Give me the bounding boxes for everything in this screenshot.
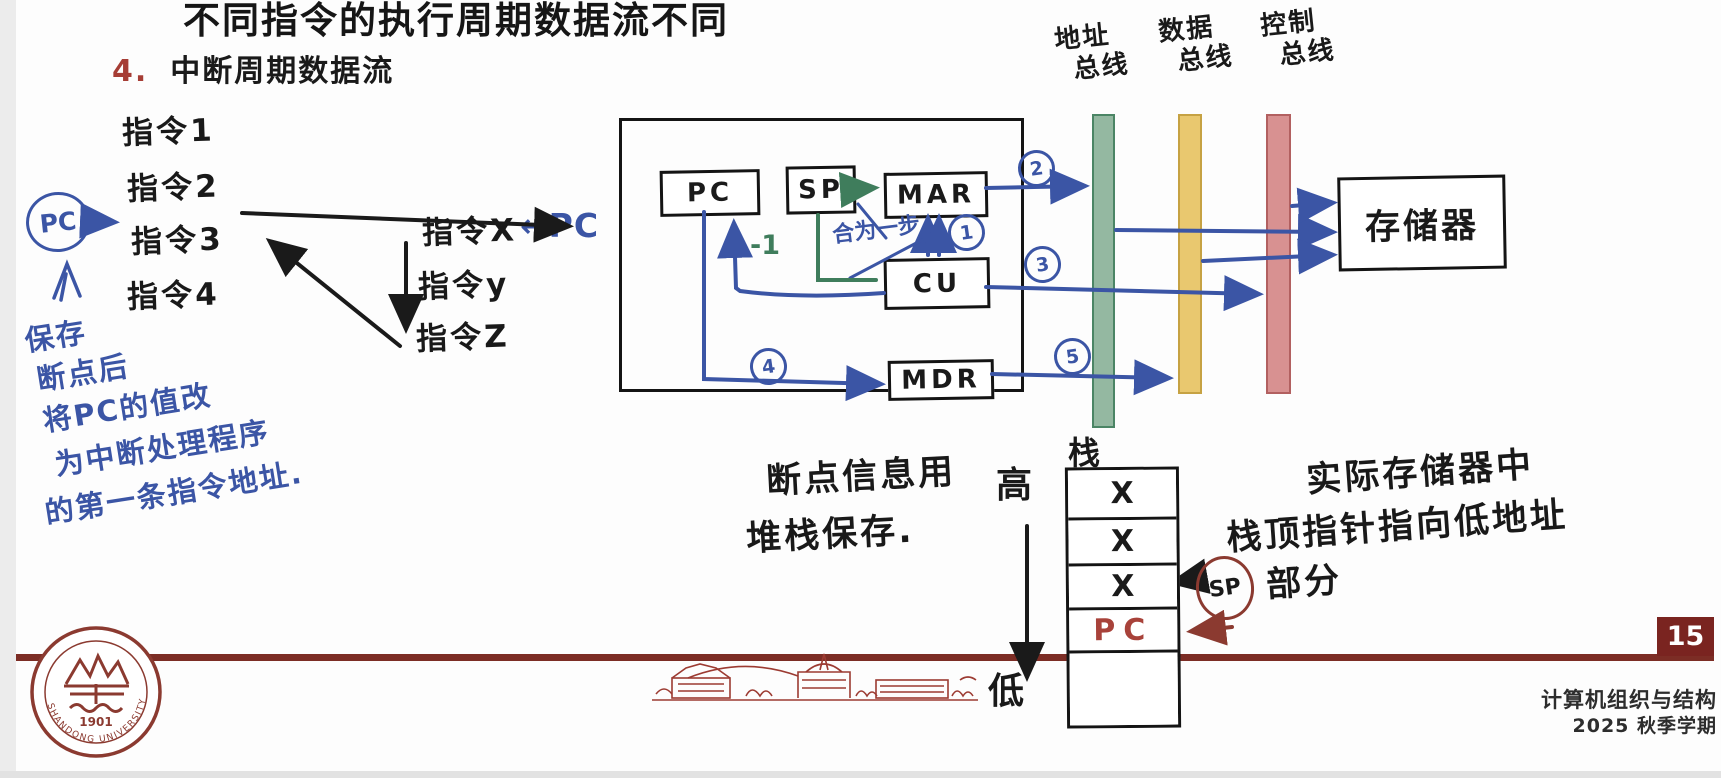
step-5-badge: 5 bbox=[1051, 335, 1094, 378]
section-heading: 4. 中断周期数据流 bbox=[112, 46, 394, 90]
cpu-frame bbox=[619, 118, 1024, 392]
slide-title: 不同指令的执行周期数据流不同 bbox=[183, 0, 729, 42]
low-address-label: 低 bbox=[988, 671, 1025, 712]
isr-instruction-x: 指令X bbox=[421, 212, 518, 252]
instruction-1: 指令1 bbox=[121, 112, 216, 152]
isr-pc-pointer: ←PC bbox=[520, 206, 600, 245]
stack-cell-3: X bbox=[1068, 565, 1178, 611]
control-bus-label: 控制 总线 bbox=[1258, 6, 1337, 71]
sp-minus-one-label: -1 bbox=[750, 230, 780, 261]
address-bus-bar bbox=[1092, 114, 1115, 428]
bottom-edge-strip bbox=[0, 771, 1721, 778]
data-bus-bar bbox=[1178, 114, 1202, 394]
campus-sketch bbox=[652, 653, 978, 701]
step-3-badge: 3 bbox=[1021, 243, 1064, 286]
section-title: 中断周期数据流 bbox=[170, 54, 395, 89]
isr-instruction-z: 指令Z bbox=[415, 318, 511, 358]
university-seal-logo: 1901 SHANDONG UNIVERSITY bbox=[30, 626, 162, 758]
footer-rule bbox=[16, 654, 1714, 661]
isr-instruction-y: 指令y bbox=[417, 266, 510, 306]
seal-year: 1901 bbox=[79, 715, 112, 729]
stack-note-line-2: 堆栈保存. bbox=[745, 510, 916, 560]
arrow-to-pc-cell-icon bbox=[1186, 609, 1234, 646]
pc-caret-stem-icon bbox=[59, 272, 68, 302]
control-bus-bar bbox=[1266, 114, 1291, 394]
pc-pointer-circle: PC bbox=[23, 188, 93, 256]
register-cu: CU bbox=[883, 257, 991, 310]
stack-table: X X X PC bbox=[1064, 466, 1182, 729]
register-pc: PC bbox=[659, 169, 761, 217]
memory-box: 存储器 bbox=[1337, 174, 1507, 272]
instruction-4: 指令4 bbox=[126, 276, 221, 316]
high-address-label: 高 bbox=[996, 465, 1033, 506]
footer-course-title: 计算机组织与结构 bbox=[1541, 688, 1717, 712]
seal-mountain-motif bbox=[64, 652, 130, 713]
instruction-2: 指令2 bbox=[126, 168, 221, 208]
stack-cell-empty bbox=[1069, 652, 1179, 726]
left-edge-strip bbox=[0, 0, 16, 778]
pc-pointer-label: PC bbox=[38, 205, 78, 239]
right-note-line-3: 部分 bbox=[1264, 560, 1344, 606]
arrow-to-isr-icon bbox=[240, 206, 574, 243]
sp-pointer-circle: SP bbox=[1191, 552, 1259, 624]
stack-cell-1: X bbox=[1067, 469, 1177, 521]
arrow-controlbus-to-memory-icon bbox=[1290, 187, 1338, 224]
arrow-pc-to-list-icon bbox=[79, 202, 120, 239]
register-mdr: MDR bbox=[887, 359, 995, 401]
section-number: 4. bbox=[112, 54, 149, 89]
sp-pointer-label: SP bbox=[1207, 573, 1243, 603]
address-bus-label: 地址 总线 bbox=[1052, 20, 1131, 85]
data-bus-label: 数据 总线 bbox=[1156, 12, 1235, 77]
right-note-line-2: 栈顶指针指向低地址 bbox=[1225, 495, 1570, 559]
memory-label: 存储器 bbox=[1364, 205, 1480, 248]
stack-note-line-1: 断点信息用 bbox=[765, 452, 958, 502]
stack-cell-pc: PC bbox=[1069, 609, 1178, 654]
pc-caret-icon bbox=[52, 259, 82, 300]
arrow-return-icon bbox=[265, 237, 402, 348]
arrow-cu-to-controlbus-icon bbox=[984, 275, 1264, 312]
stack-cell-2: X bbox=[1068, 519, 1177, 567]
stack-title: 栈 bbox=[1068, 434, 1101, 472]
footer-term: 2025 秋季学期 bbox=[1572, 715, 1717, 737]
register-sp: SP bbox=[785, 165, 857, 215]
page-number-badge: 15 bbox=[1657, 617, 1714, 656]
arrow-addressbus-to-memory-icon bbox=[1114, 213, 1338, 250]
darkred-ink-arrows bbox=[1186, 609, 1234, 646]
instruction-3: 指令3 bbox=[130, 221, 225, 261]
